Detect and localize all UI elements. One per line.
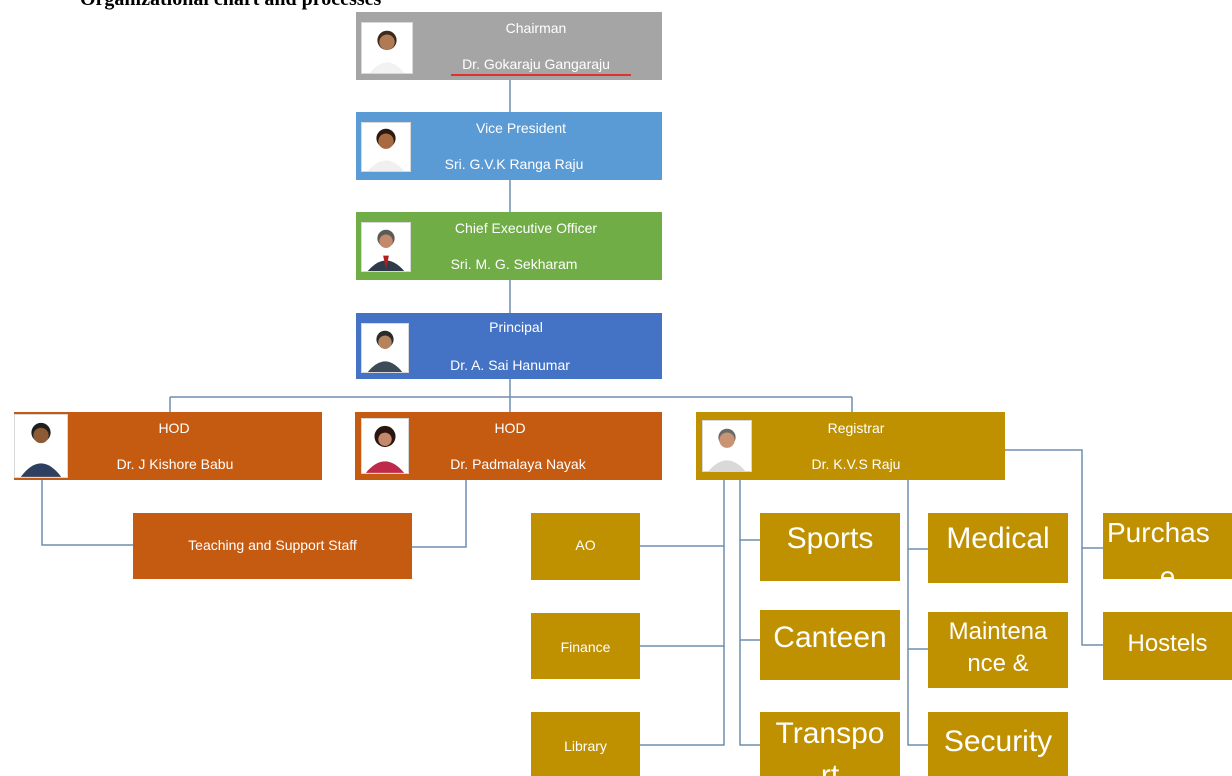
registrar-node: Registrar Dr. K.V.S Raju <box>696 412 1005 480</box>
hod-node-2: HOD Dr. Padmalaya Nayak <box>355 412 662 480</box>
registrar-name: Dr. K.V.S Raju <box>811 456 901 472</box>
ceo-node: Chief Executive Officer Sri. M. G. Sekha… <box>356 212 662 280</box>
vice-president-name: Sri. G.V.K Ranga Raju <box>444 156 584 172</box>
canteen-node: Canteen <box>760 610 900 680</box>
transport-label-line1: Transpo <box>775 717 885 750</box>
medical-node: Medical <box>928 513 1068 583</box>
person-photo-icon <box>361 418 409 474</box>
hostels-label: Hostels <box>1127 630 1208 657</box>
medical-label: Medical <box>946 522 1050 555</box>
ceo-name: Sri. M. G. Sekharam <box>450 256 578 272</box>
person-photo-icon <box>361 22 413 74</box>
transport-node: Transpo rt <box>760 712 900 776</box>
principal-name: Dr. A. Sai Hanumar <box>450 357 570 373</box>
page-title: Organizational chart and processes <box>80 0 381 11</box>
principal-node: Principal Dr. A. Sai Hanumar <box>356 313 662 379</box>
hod-node-1: HOD Dr. J Kishore Babu <box>14 412 322 480</box>
maintenance-node: Maintena nce & <box>928 612 1068 688</box>
principal-role: Principal <box>489 319 543 335</box>
transport-label-line2: rt <box>820 759 840 776</box>
finance-node: Finance <box>531 613 640 679</box>
security-node: Security <box>928 712 1068 776</box>
purchase-node: Purchas e <box>1103 513 1232 579</box>
ceo-role: Chief Executive Officer <box>454 220 598 236</box>
purchase-label-line2: e <box>1159 561 1176 579</box>
person-photo-icon <box>702 420 752 472</box>
staff-label: Teaching and Support Staff <box>188 537 357 553</box>
library-label: Library <box>564 738 607 754</box>
hod2-role: HOD <box>494 420 526 436</box>
purchase-label-line1: Purchas <box>1107 517 1210 548</box>
vice-president-node: Vice President Sri. G.V.K Ranga Raju <box>356 112 662 180</box>
chairman-name: Dr. Gokaraju Gangaraju <box>462 56 610 72</box>
security-label: Security <box>943 725 1053 758</box>
library-node: Library <box>531 712 640 776</box>
ao-node: AO <box>531 513 640 580</box>
person-photo-icon <box>14 414 68 478</box>
sports-label: Sports <box>786 522 874 555</box>
hod1-name: Dr. J Kishore Babu <box>116 456 234 472</box>
maintenance-label-line1: Maintena <box>948 618 1048 645</box>
chairman-role: Chairman <box>505 20 567 36</box>
canteen-label: Canteen <box>773 621 887 654</box>
person-photo-icon <box>361 122 411 172</box>
hostels-node: Hostels <box>1103 612 1232 680</box>
finance-label: Finance <box>560 639 611 655</box>
ao-label: AO <box>575 537 596 553</box>
registrar-role: Registrar <box>827 420 885 436</box>
chairman-node: Chairman Dr. Gokaraju Gangaraju <box>356 12 662 80</box>
sports-node: Sports <box>760 513 900 581</box>
teaching-support-staff-node: Teaching and Support Staff <box>133 513 412 579</box>
maintenance-label-line2: nce & <box>967 650 1029 677</box>
hod1-role: HOD <box>158 420 190 436</box>
spellcheck-underline <box>451 74 631 76</box>
vice-president-role: Vice President <box>475 120 566 136</box>
hod2-name: Dr. Padmalaya Nayak <box>450 456 586 472</box>
person-photo-icon <box>361 222 411 272</box>
person-photo-icon <box>361 323 409 373</box>
